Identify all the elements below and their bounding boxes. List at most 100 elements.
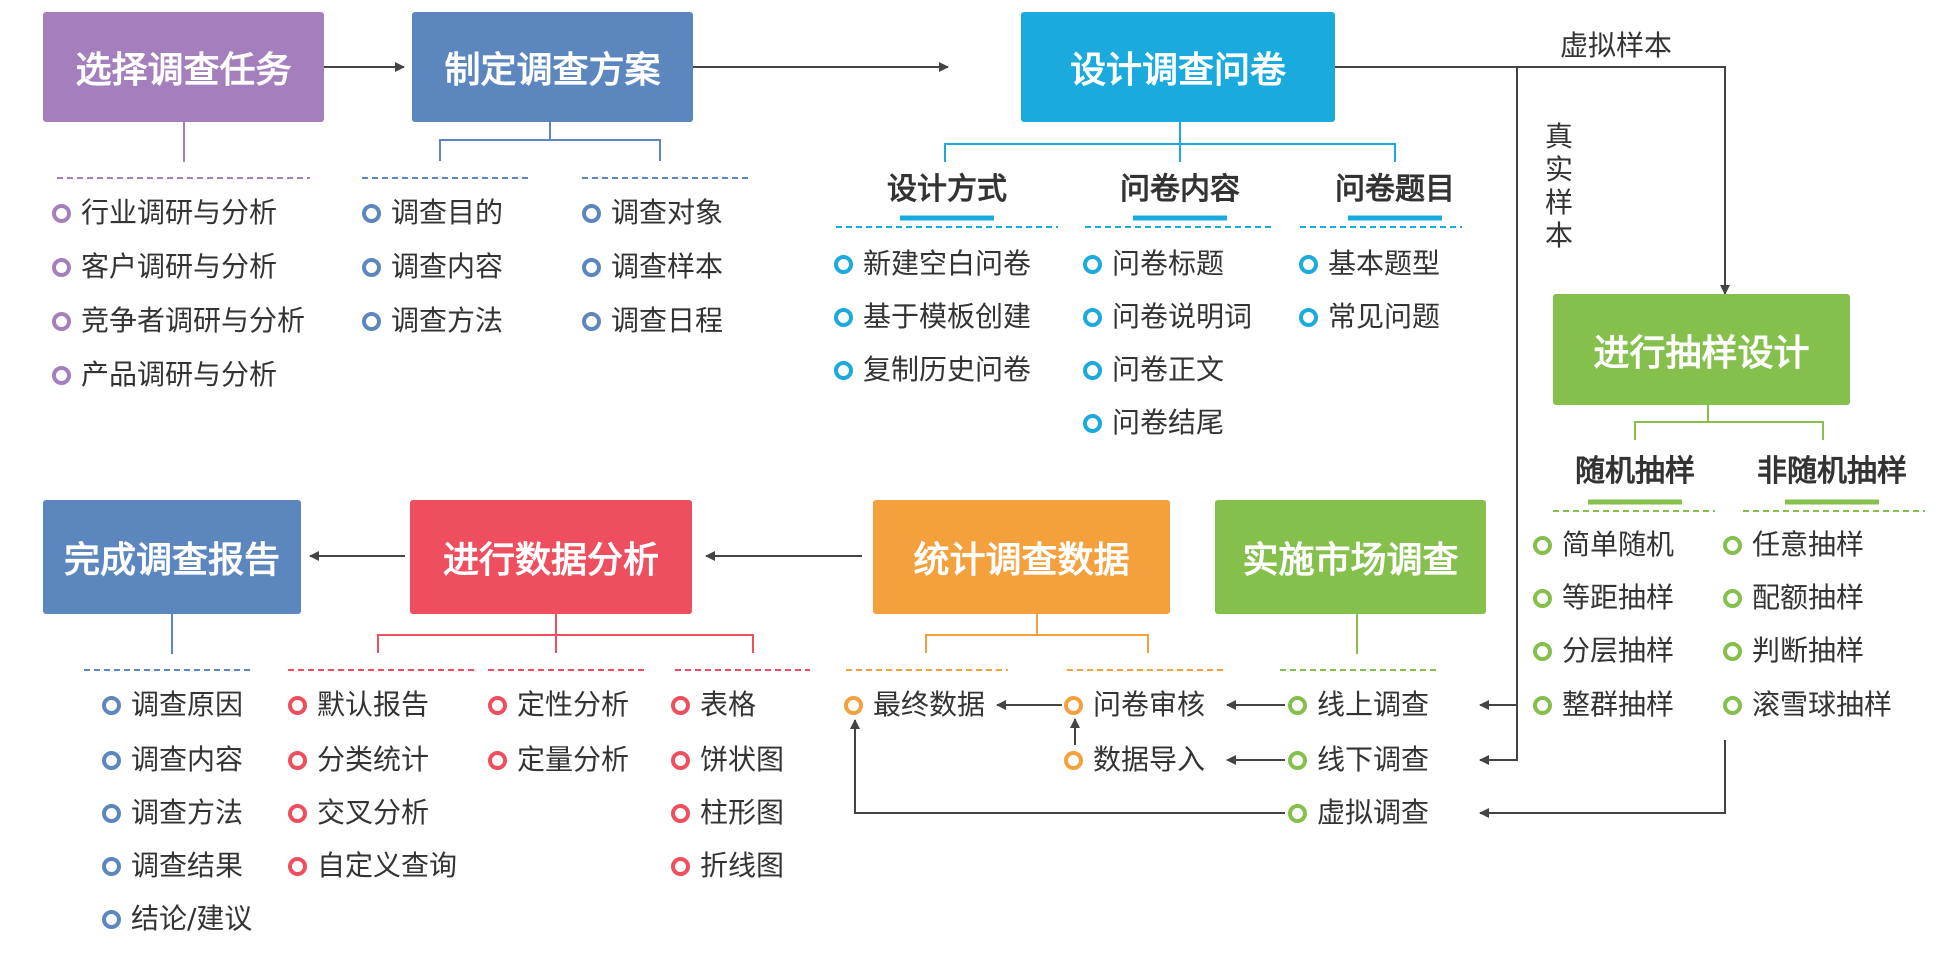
list-item: 调查内容 [362, 249, 503, 285]
list-item: 定性分析 [488, 687, 629, 723]
arrow-sampling-to-virtual-survey [1479, 740, 1726, 818]
circle-bullet-icon [1064, 750, 1083, 770]
list-item: 柱形图 [671, 795, 784, 831]
list-item: 问卷结尾 [1083, 405, 1224, 441]
list-item: 调查样本 [582, 249, 723, 285]
circle-bullet-icon [1723, 535, 1742, 555]
circle-bullet-icon [1299, 307, 1318, 327]
virtual-sample-label: 虚拟样本 [1560, 29, 1673, 62]
circle-bullet-icon [1533, 641, 1552, 661]
circle-bullet-icon [1288, 750, 1307, 770]
circle-bullet-icon [488, 695, 507, 715]
step-design-questionnaire[interactable]: 设计调查问卷 [1021, 12, 1335, 122]
circle-bullet-icon [671, 750, 690, 770]
arrow-virtual-sample [1335, 66, 1730, 295]
circle-bullet-icon [52, 311, 71, 331]
list-item: 整群抽样 [1533, 687, 1674, 723]
circle-bullet-icon [1064, 695, 1083, 715]
circle-bullet-icon [362, 311, 381, 331]
circle-bullet-icon [102, 856, 121, 876]
circle-bullet-icon [1533, 535, 1552, 555]
circle-bullet-icon [288, 695, 307, 715]
circle-bullet-icon [102, 803, 121, 823]
list-item: 客户调研与分析 [52, 249, 277, 285]
list-item: 分类统计 [288, 742, 429, 778]
circle-bullet-icon [488, 750, 507, 770]
list-item: 调查日程 [582, 303, 723, 339]
step-sampling-design[interactable]: 进行抽样设计 [1553, 294, 1850, 405]
circle-bullet-icon [1288, 803, 1307, 823]
list-item: 问卷审核 [1064, 687, 1205, 723]
circle-bullet-icon [582, 203, 601, 223]
list-item: 默认报告 [288, 687, 429, 723]
list-item: 折线图 [671, 848, 784, 884]
circle-bullet-icon [362, 257, 381, 277]
list-item: 问卷标题 [1083, 246, 1224, 282]
step-select-task[interactable]: 选择调查任务 [43, 12, 324, 122]
step-analyze-data[interactable]: 进行数据分析 [410, 500, 692, 614]
circle-bullet-icon [52, 365, 71, 385]
list-item: 数据导入 [1064, 742, 1205, 778]
circle-bullet-icon [288, 803, 307, 823]
circle-bullet-icon [1083, 307, 1102, 327]
list-item: 调查方法 [102, 795, 243, 831]
circle-bullet-icon [1083, 254, 1102, 274]
list-item: 饼状图 [671, 742, 784, 778]
list-item: 新建空白问卷 [834, 246, 1031, 282]
circle-bullet-icon [671, 803, 690, 823]
questionnaire-group-title: 设计方式 [887, 172, 1007, 207]
step-implement-survey[interactable]: 实施市场调查 [1215, 500, 1486, 614]
sampling-group-title: 非随机抽样 [1757, 454, 1907, 489]
circle-bullet-icon [288, 856, 307, 876]
circle-bullet-icon [1723, 641, 1742, 661]
circle-bullet-icon [582, 311, 601, 331]
circle-bullet-icon [1083, 360, 1102, 380]
list-item: 调查内容 [102, 742, 243, 778]
list-item: 线上调查 [1288, 687, 1429, 723]
questionnaire-group-title: 问卷内容 [1120, 172, 1240, 207]
list-item: 滚雪球抽样 [1723, 687, 1892, 723]
list-item: 虚拟调查 [1288, 795, 1429, 831]
step-make-plan[interactable]: 制定调查方案 [412, 12, 693, 122]
list-item: 表格 [671, 687, 756, 723]
list-item: 产品调研与分析 [52, 357, 277, 393]
circle-bullet-icon [844, 695, 863, 715]
list-item: 自定义查询 [288, 848, 457, 884]
questionnaire-group-title: 问卷题目 [1335, 172, 1455, 207]
list-item: 常见问题 [1299, 299, 1440, 335]
list-item: 调查对象 [582, 195, 723, 231]
circle-bullet-icon [52, 257, 71, 277]
circle-bullet-icon [1723, 695, 1742, 715]
step-finish-report[interactable]: 完成调查报告 [43, 500, 301, 614]
circle-bullet-icon [671, 695, 690, 715]
arrow-virtual-to-final [850, 719, 1285, 814]
circle-bullet-icon [52, 203, 71, 223]
circle-bullet-icon [834, 307, 853, 327]
list-item: 复制历史问卷 [834, 352, 1031, 388]
circle-bullet-icon [1288, 695, 1307, 715]
sampling-group-title: 随机抽样 [1575, 454, 1695, 489]
real-sample-label: 真实样本 [1544, 120, 1573, 252]
circle-bullet-icon [1083, 413, 1102, 433]
circle-bullet-icon [102, 909, 121, 929]
list-item: 定量分析 [488, 742, 629, 778]
list-item: 结论/建议 [102, 901, 252, 937]
list-item: 调查目的 [362, 195, 503, 231]
list-item: 配额抽样 [1723, 580, 1864, 616]
circle-bullet-icon [362, 203, 381, 223]
step-count-data[interactable]: 统计调查数据 [873, 500, 1170, 614]
list-item: 等距抽样 [1533, 580, 1674, 616]
list-item: 调查原因 [102, 687, 243, 723]
list-item: 简单随机 [1533, 527, 1674, 563]
circle-bullet-icon [671, 856, 690, 876]
circle-bullet-icon [834, 254, 853, 274]
circle-bullet-icon [582, 257, 601, 277]
list-item: 判断抽样 [1723, 633, 1864, 669]
circle-bullet-icon [288, 750, 307, 770]
list-item: 行业调研与分析 [52, 195, 277, 231]
list-item: 最终数据 [844, 687, 985, 723]
list-item: 交叉分析 [288, 795, 429, 831]
circle-bullet-icon [1533, 588, 1552, 608]
list-item: 基于模板创建 [834, 299, 1031, 335]
